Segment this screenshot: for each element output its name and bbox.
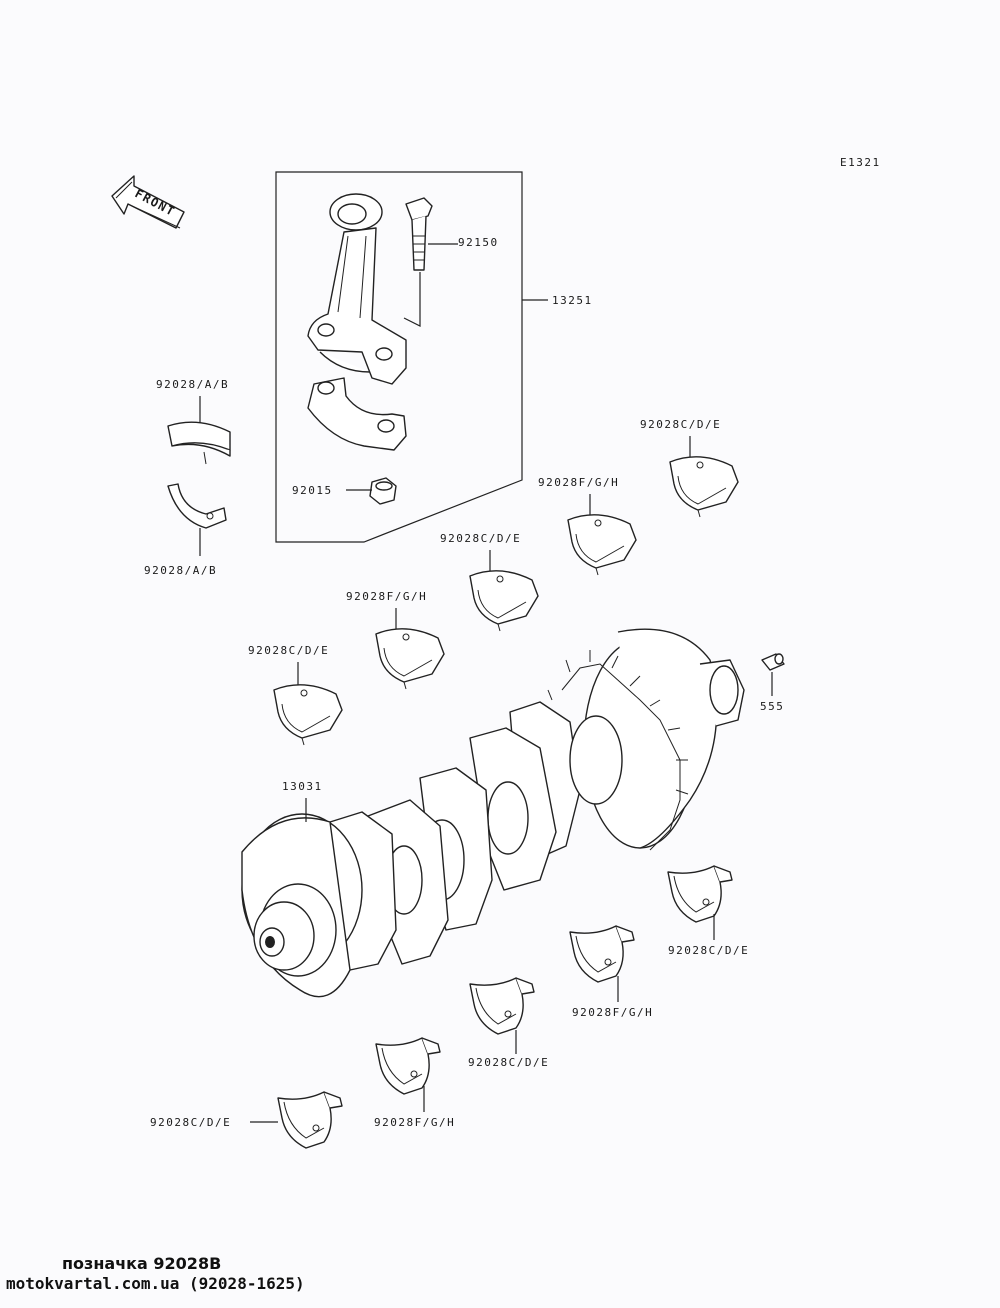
main-bearing-upper-3 [469, 570, 539, 632]
label-13251: 13251 [552, 294, 593, 307]
dowel-pin [761, 653, 785, 671]
main-bearing-upper-5 [273, 684, 343, 746]
label-92028ab-bottom: 92028/A/B [144, 564, 217, 577]
footer-source: motokvartal.com.ua (92028-1625) [6, 1274, 305, 1293]
label-92015: 92015 [292, 484, 333, 497]
label-92028cde-1: 92028C/D/E [640, 418, 721, 431]
label-92028cde-4: 92028C/D/E [668, 944, 749, 957]
front-arrow-icon: FRONT [111, 175, 185, 229]
footer-designation: позначка 92028В [62, 1254, 222, 1273]
conrod-nut [369, 477, 397, 505]
main-bearing-lower-1 [667, 865, 733, 923]
label-92028fgh-3: 92028F/G/H [572, 1006, 653, 1019]
main-bearing-lower-3 [469, 977, 535, 1035]
conrod-bearing-upper [167, 421, 231, 465]
main-bearing-upper-4 [375, 628, 445, 690]
label-555: 555 [760, 700, 784, 713]
conrod-bearing-lower [167, 483, 227, 529]
label-92150: 92150 [458, 236, 499, 249]
main-bearing-lower-4 [375, 1037, 441, 1095]
conrod-assembly-box [275, 171, 523, 543]
label-92028cde-2: 92028C/D/E [440, 532, 521, 545]
conrod-bolt [405, 197, 433, 271]
label-92028cde-6: 92028C/D/E [150, 1116, 231, 1129]
label-92028cde-3: 92028C/D/E [248, 644, 329, 657]
main-bearing-lower-2 [569, 925, 635, 983]
main-bearing-lower-5 [277, 1091, 343, 1149]
connecting-rod [307, 193, 407, 385]
label-92028cde-5: 92028C/D/E [468, 1056, 549, 1069]
label-92028fgh-4: 92028F/G/H [374, 1116, 455, 1129]
diagram-code: E1321 [840, 156, 881, 169]
label-92028ab-top: 92028/A/B [156, 378, 229, 391]
main-bearing-upper-2 [567, 514, 637, 576]
label-92028fgh-2: 92028F/G/H [346, 590, 427, 603]
main-bearing-upper-1 [669, 456, 739, 518]
crankshaft [241, 628, 745, 998]
conrod-cap [307, 377, 407, 451]
label-92028fgh-1: 92028F/G/H [538, 476, 619, 489]
label-13031: 13031 [282, 780, 323, 793]
